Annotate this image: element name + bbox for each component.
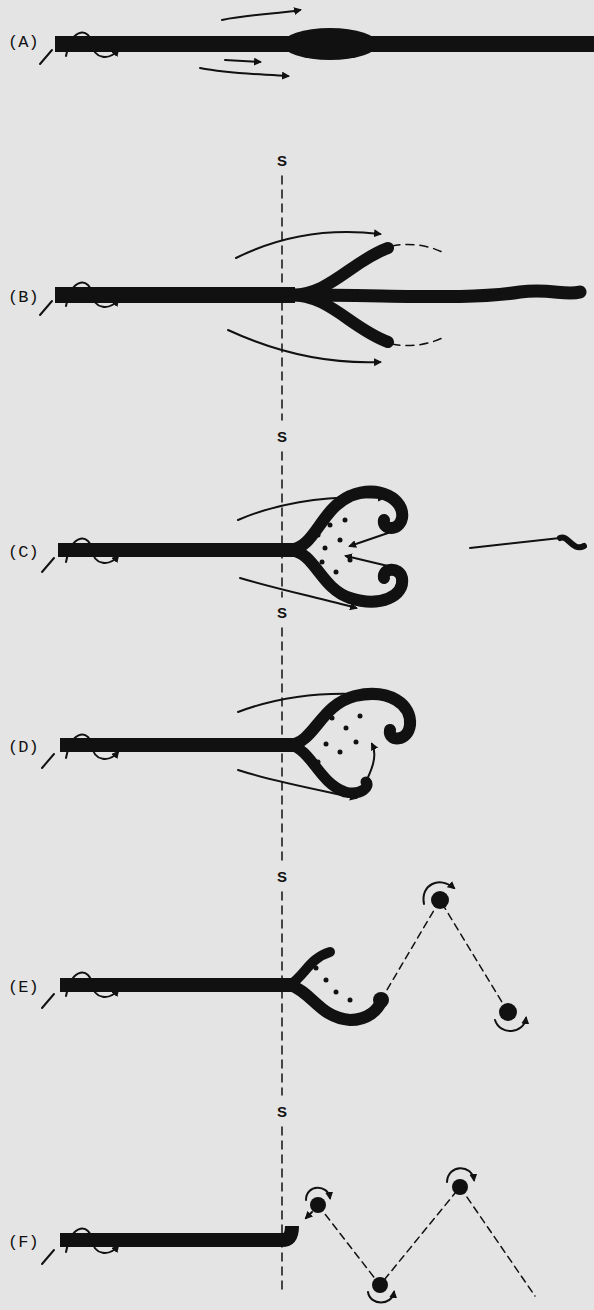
panel-d xyxy=(42,694,410,798)
panel-e xyxy=(42,882,526,1031)
panel-label: (B) xyxy=(8,289,39,306)
panel-b xyxy=(40,232,580,362)
separation-label: S xyxy=(275,1103,289,1120)
panel-label: (E) xyxy=(8,979,39,996)
panel-c xyxy=(42,492,584,608)
separation-label: S xyxy=(275,152,289,169)
separation-label: S xyxy=(275,428,289,445)
separation-label: S xyxy=(275,604,289,621)
separation-label: S xyxy=(275,868,289,885)
panel-a xyxy=(40,10,594,76)
panel-label: (D) xyxy=(8,739,39,756)
panel-label: (F) xyxy=(8,1234,39,1251)
panel-f xyxy=(42,1168,535,1302)
separation-line xyxy=(281,176,283,1292)
panel-label: (A) xyxy=(8,34,39,51)
panel-label: (C) xyxy=(8,544,39,561)
